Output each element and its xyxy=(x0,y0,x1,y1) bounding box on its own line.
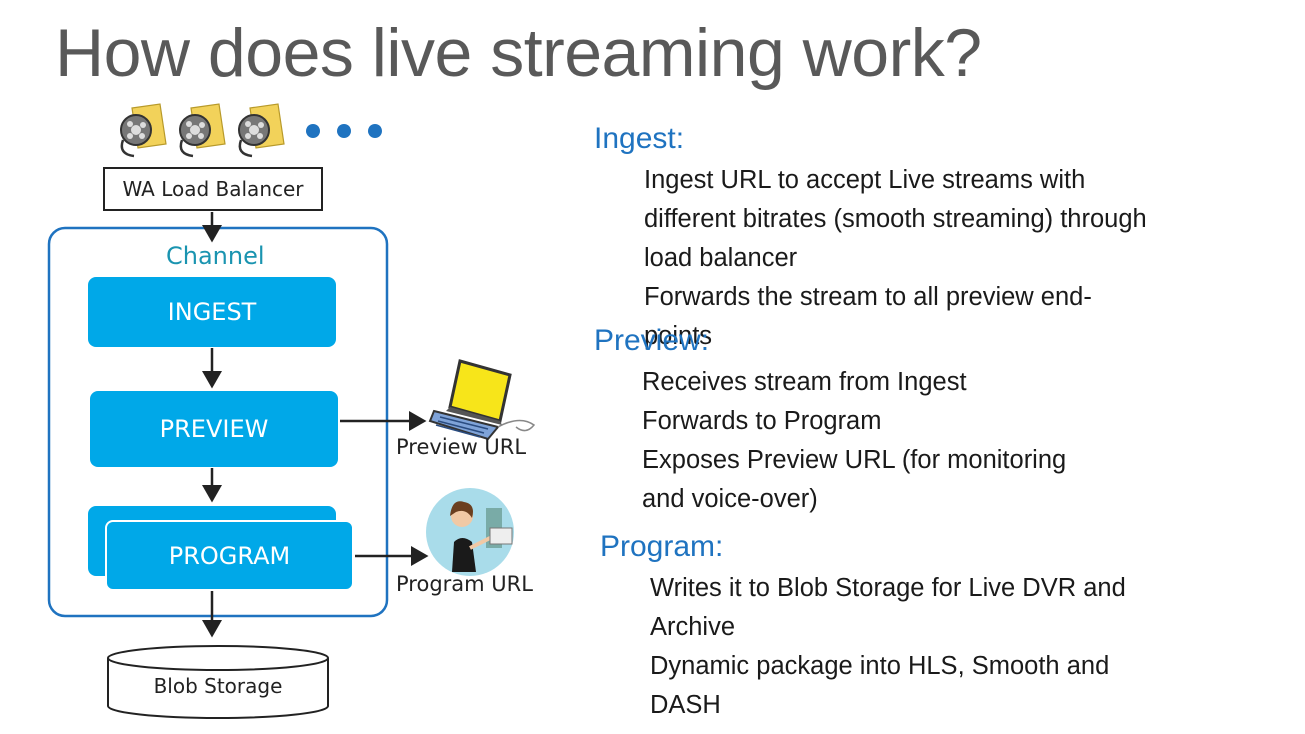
ingest-line: Forwards the stream to all preview end- xyxy=(644,283,1092,311)
program-description: Writes it to Blob Storage for Live DVR a… xyxy=(650,569,1126,725)
preview-box-label: PREVIEW xyxy=(159,415,269,443)
ingest-line: load balancer xyxy=(644,244,798,272)
preview-line: Exposes Preview URL (for monitoring xyxy=(642,446,1067,474)
program-heading: Program: xyxy=(600,530,724,563)
ingest-line: points xyxy=(644,322,713,350)
load-balancer-label: WA Load Balancer xyxy=(122,177,304,201)
ingest-description: Ingest URL to accept Live streams with d… xyxy=(644,161,1147,356)
load-balancer-box: WA Load Balancer xyxy=(103,167,323,211)
film-reel-icon xyxy=(120,103,167,158)
preview-line: Receives stream from Ingest xyxy=(642,368,967,396)
ellipsis-dot xyxy=(368,124,382,138)
program-line: Dynamic package into HLS, Smooth and xyxy=(650,652,1110,680)
preview-box: PREVIEW xyxy=(90,391,338,467)
preview-url-label: Preview URL xyxy=(396,435,527,459)
program-box-label: PROGRAM xyxy=(168,541,291,570)
film-reel-icon xyxy=(179,103,226,158)
program-line: DASH xyxy=(650,691,721,719)
preview-line: Forwards to Program xyxy=(642,407,882,435)
ellipsis-dot xyxy=(306,124,320,138)
program-line: Archive xyxy=(650,613,736,641)
preview-line: and voice-over) xyxy=(642,485,818,513)
ingest-line: Ingest URL to accept Live streams with xyxy=(644,166,1086,194)
ingest-heading: Ingest: xyxy=(594,122,685,155)
laptop-icon xyxy=(428,359,536,441)
ellipsis-dot xyxy=(337,124,351,138)
program-url-label: Program URL xyxy=(396,572,533,596)
preview-heading: Preview: xyxy=(594,324,710,357)
blob-storage-label: Blob Storage xyxy=(153,674,283,698)
ingest-box: INGEST xyxy=(88,277,336,347)
ingest-line: different bitrates (smooth streaming) th… xyxy=(644,205,1147,233)
ingest-box-label: INGEST xyxy=(167,298,257,326)
blob-storage-cylinder xyxy=(107,645,329,719)
slide-title: How does live streaming work? xyxy=(55,15,982,91)
presenter-person-icon xyxy=(426,488,514,576)
preview-description: Receives stream from Ingest Forwards to … xyxy=(642,363,1066,519)
film-reel-icon xyxy=(238,103,285,158)
program-box: PROGRAM xyxy=(105,520,354,591)
program-line: Writes it to Blob Storage for Live DVR a… xyxy=(650,574,1126,602)
channel-label: Channel xyxy=(166,242,265,270)
